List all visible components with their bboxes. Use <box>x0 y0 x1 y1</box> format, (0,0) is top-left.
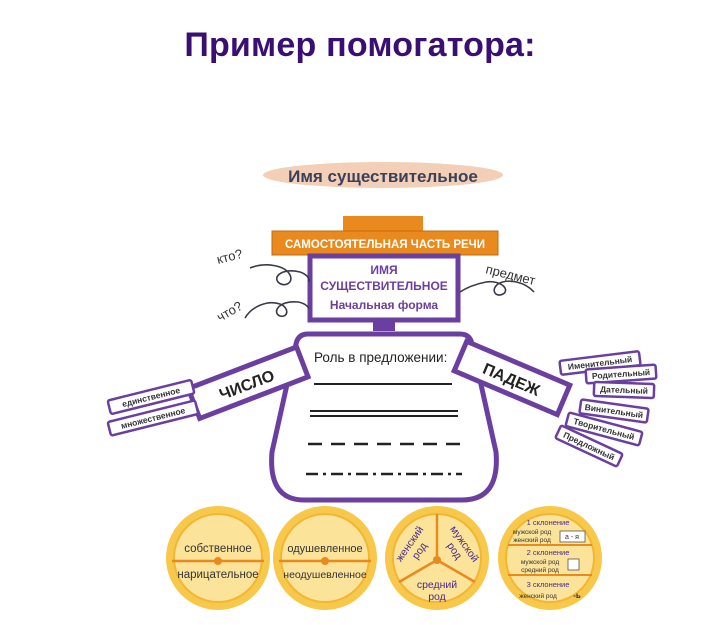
poster-title: Имя существительное <box>288 167 478 186</box>
hat-top <box>343 216 423 234</box>
neuter-word: средний <box>417 579 457 591</box>
circle-proper-common: собственное нарицательное <box>166 506 270 610</box>
role-label: Роль в предложении: <box>314 350 447 365</box>
declension-2: 2 склонение <box>527 548 570 557</box>
neuter-gender: род <box>428 591 446 603</box>
declension-2-ending-box <box>567 558 580 571</box>
head-line3: Начальная форма <box>330 298 439 312</box>
right-arm-items: Именительный Родительный Дательный Винит… <box>554 350 658 468</box>
circle-declension: 1 склонение мужской род женский род а - … <box>498 506 602 610</box>
declension-1-ending: а - я <box>565 534 579 541</box>
inanimate-label: неодушевленное <box>283 569 367 581</box>
circle-animate-inanimate: одушевленное неодушевленное <box>273 506 377 610</box>
left-arm-items: единственное множественное <box>106 378 200 437</box>
declension-2-neut: средний род <box>521 566 559 574</box>
right-arm: ПАДЕЖ <box>450 338 574 418</box>
declension-3: 3 склонение <box>527 580 570 589</box>
animate-label: одушевленное <box>287 543 362 555</box>
common-label: нарицательное <box>177 569 258 581</box>
question-who: кто? <box>215 246 244 267</box>
declension-3-fem: женский род <box>519 592 557 600</box>
declension-1: 1 склонение <box>527 518 570 527</box>
head-box <box>307 253 461 323</box>
case-3: Дательный <box>600 384 648 396</box>
question-what: что? <box>214 298 245 325</box>
page-title: Пример помогатора: <box>184 26 536 64</box>
question-curls <box>244 264 535 319</box>
declension-2-masc: мужской род <box>521 558 560 566</box>
head-line2: СУЩЕСТВИТЕЛЬНОЕ <box>320 279 448 293</box>
case-2: Родительный <box>592 367 651 381</box>
neck <box>373 320 395 331</box>
declension-1-masc: мужской род <box>513 528 552 536</box>
proper-label: собственное <box>184 543 252 555</box>
poster-title-pill <box>263 162 503 188</box>
top-banner <box>271 230 499 256</box>
top-banner-text: САМОСТОЯТЕЛЬНАЯ ЧАСТЬ РЕЧИ <box>285 239 485 251</box>
circle-gender: женский род мужской род средний род <box>385 506 489 610</box>
declension-3-ending: -ь <box>573 591 581 600</box>
declension-1-fem: женский род <box>513 536 551 544</box>
head-line1: ИМЯ <box>370 263 397 277</box>
question-subject: предмет <box>484 261 537 288</box>
